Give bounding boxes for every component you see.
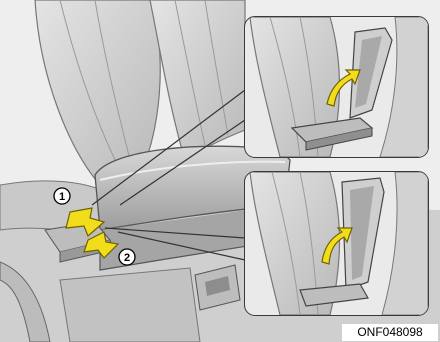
figure-code: ONF048098: [342, 324, 438, 341]
callout-1-number: 1: [59, 191, 65, 203]
inset-top: [245, 17, 428, 157]
floor-console: [60, 268, 200, 342]
inset-bottom: [245, 172, 428, 315]
callout-2-number: 2: [124, 252, 130, 264]
